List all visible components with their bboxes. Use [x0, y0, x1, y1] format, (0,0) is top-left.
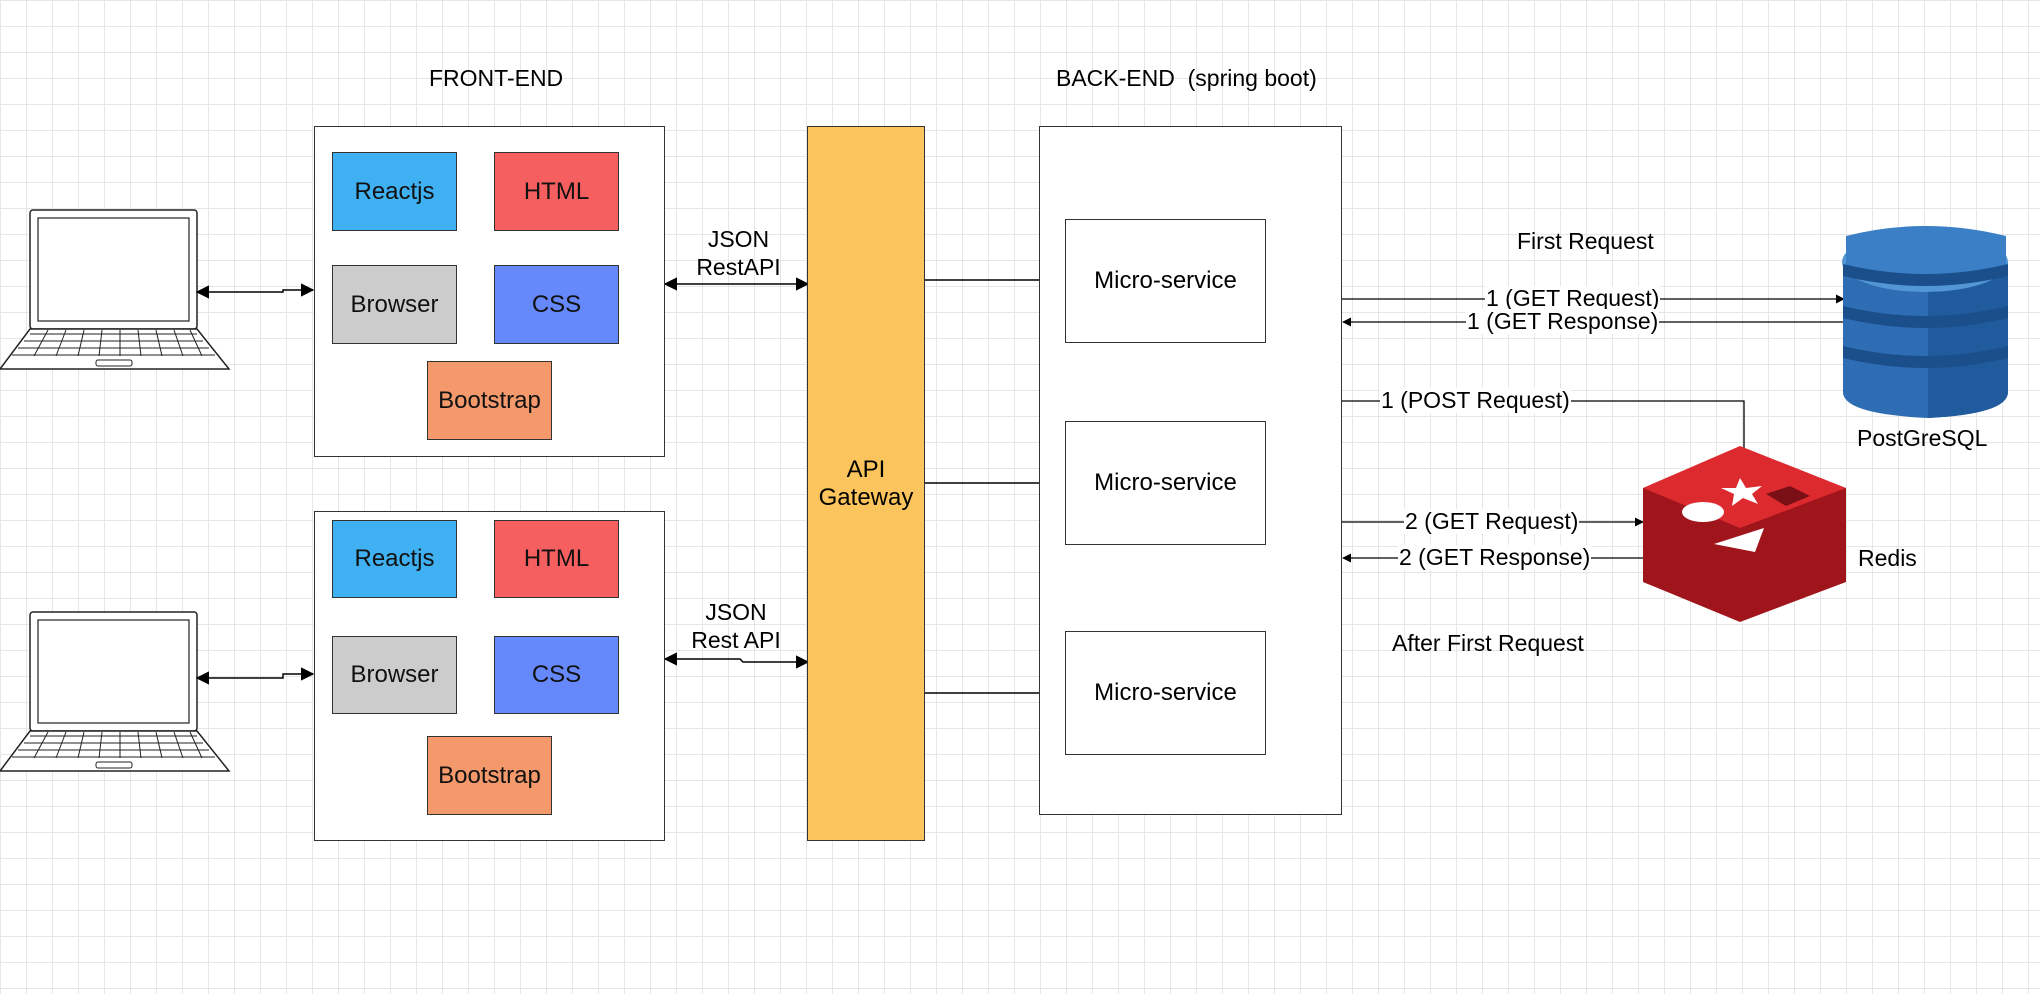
- browser-tile: Browser: [332, 265, 457, 344]
- microservice-box: Micro-service: [1065, 631, 1266, 755]
- html-tile: HTML: [494, 520, 619, 598]
- redis-stack-icon: [1643, 446, 1846, 622]
- reactjs-tile: Reactjs: [332, 520, 457, 598]
- microservice-box: Micro-service: [1065, 219, 1266, 343]
- get-response-2-label: 2 (GET Response): [1398, 544, 1592, 571]
- rest-link-label: JSON RestAPI: [690, 226, 787, 281]
- microservice-box: Micro-service: [1065, 421, 1266, 545]
- frontend-container: Reactjs HTML Browser CSS Bootstrap: [314, 126, 665, 457]
- api-gateway-label: API: [846, 455, 886, 483]
- backend-title: BACK-END (spring boot): [1056, 65, 1317, 91]
- rest-link-arrow: [663, 652, 810, 669]
- client-link-arrow: [195, 283, 315, 299]
- rest-link-label-line: JSON: [705, 599, 767, 625]
- redis-label: Redis: [1858, 545, 1917, 571]
- laptop-icon: [0, 611, 231, 772]
- frontend-container: Reactjs HTML Browser CSS Bootstrap: [314, 511, 665, 841]
- after-first-request-label: After First Request: [1392, 630, 1584, 656]
- bootstrap-tile: Bootstrap: [427, 361, 552, 440]
- rest-link-label-line: RestAPI: [696, 253, 781, 280]
- rest-link-label: JSON Rest API: [684, 599, 788, 654]
- get-request-2-label: 2 (GET Request): [1404, 508, 1580, 535]
- frontend-title: FRONT-END: [429, 65, 564, 91]
- html-tile: HTML: [494, 152, 619, 231]
- laptop-icon: [0, 209, 231, 370]
- rest-link-label-line: Rest API: [691, 626, 781, 653]
- get-response-1-label: 1 (GET Response): [1466, 308, 1660, 335]
- css-tile: CSS: [494, 265, 619, 344]
- browser-tile: Browser: [332, 636, 457, 714]
- css-tile: CSS: [494, 636, 619, 714]
- first-request-title: First Request: [1517, 228, 1654, 254]
- api-gateway: API Gateway: [807, 126, 925, 841]
- postgres-label: PostGreSQL: [1857, 425, 1988, 451]
- bootstrap-tile: Bootstrap: [427, 736, 552, 815]
- api-gateway-label: Gateway: [818, 483, 914, 511]
- reactjs-tile: Reactjs: [332, 152, 457, 231]
- rest-link-label-line: JSON: [707, 226, 770, 252]
- backend-container: Micro-service Micro-service Micro-servic…: [1039, 126, 1342, 815]
- client-link-arrow: [195, 667, 315, 685]
- database-cylinder-icon: [1842, 226, 2008, 418]
- post-request-1-label: 1 (POST Request): [1380, 387, 1571, 414]
- get-request-1-label: 1 (GET Request): [1485, 285, 1661, 312]
